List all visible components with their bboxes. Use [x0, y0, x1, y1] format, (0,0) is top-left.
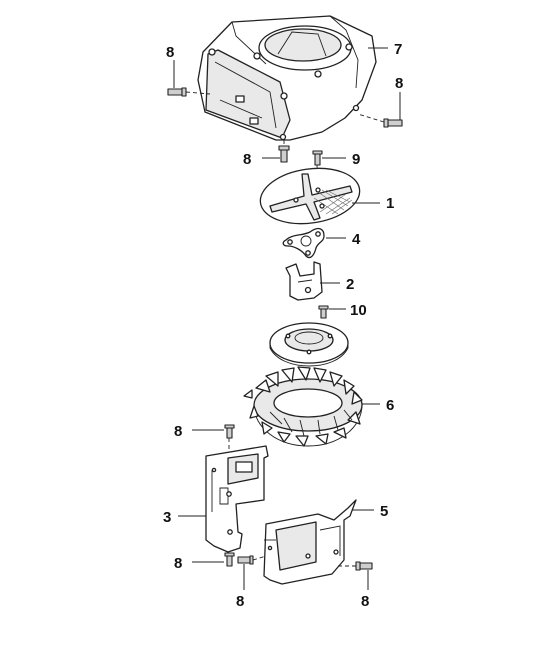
callout-8-left-upper: 8	[174, 423, 182, 440]
screw-icon	[167, 87, 187, 97]
screw-icon	[355, 561, 373, 571]
callout-9: 9	[352, 151, 360, 168]
callout-8-under-housing: 8	[243, 151, 251, 168]
rotating-screen-part	[259, 167, 361, 225]
callout-8-top-left: 8	[166, 44, 174, 61]
callout-5: 5	[380, 503, 388, 520]
screw-icon	[278, 145, 290, 163]
callout-4: 4	[352, 231, 361, 248]
callout-6: 6	[386, 397, 394, 414]
callout-2: 2	[346, 276, 354, 293]
screw-icon	[312, 150, 323, 166]
pawl-bracket-part	[285, 261, 323, 301]
screw-icon	[318, 305, 329, 319]
baffle-bracket-part	[205, 445, 269, 553]
callout-8-left-lower: 8	[174, 555, 182, 572]
blower-housing-part	[197, 15, 377, 141]
callout-8-top-right: 8	[395, 75, 403, 92]
callout-8-bottom-right: 8	[361, 593, 369, 610]
flywheel-fan-part	[243, 366, 363, 447]
callout-7: 7	[394, 41, 402, 58]
callout-3: 3	[163, 509, 171, 526]
screw-icon	[383, 118, 403, 128]
callout-8-bottom-middle: 8	[236, 593, 244, 610]
screw-icon	[224, 424, 235, 439]
screw-icon	[237, 555, 254, 565]
cylinder-shield-part	[263, 499, 357, 585]
starter-cup-part	[269, 322, 349, 367]
retainer-clip-part	[282, 227, 325, 259]
callout-10: 10	[350, 302, 367, 319]
callout-1: 1	[386, 195, 394, 212]
screw-icon	[224, 552, 235, 567]
